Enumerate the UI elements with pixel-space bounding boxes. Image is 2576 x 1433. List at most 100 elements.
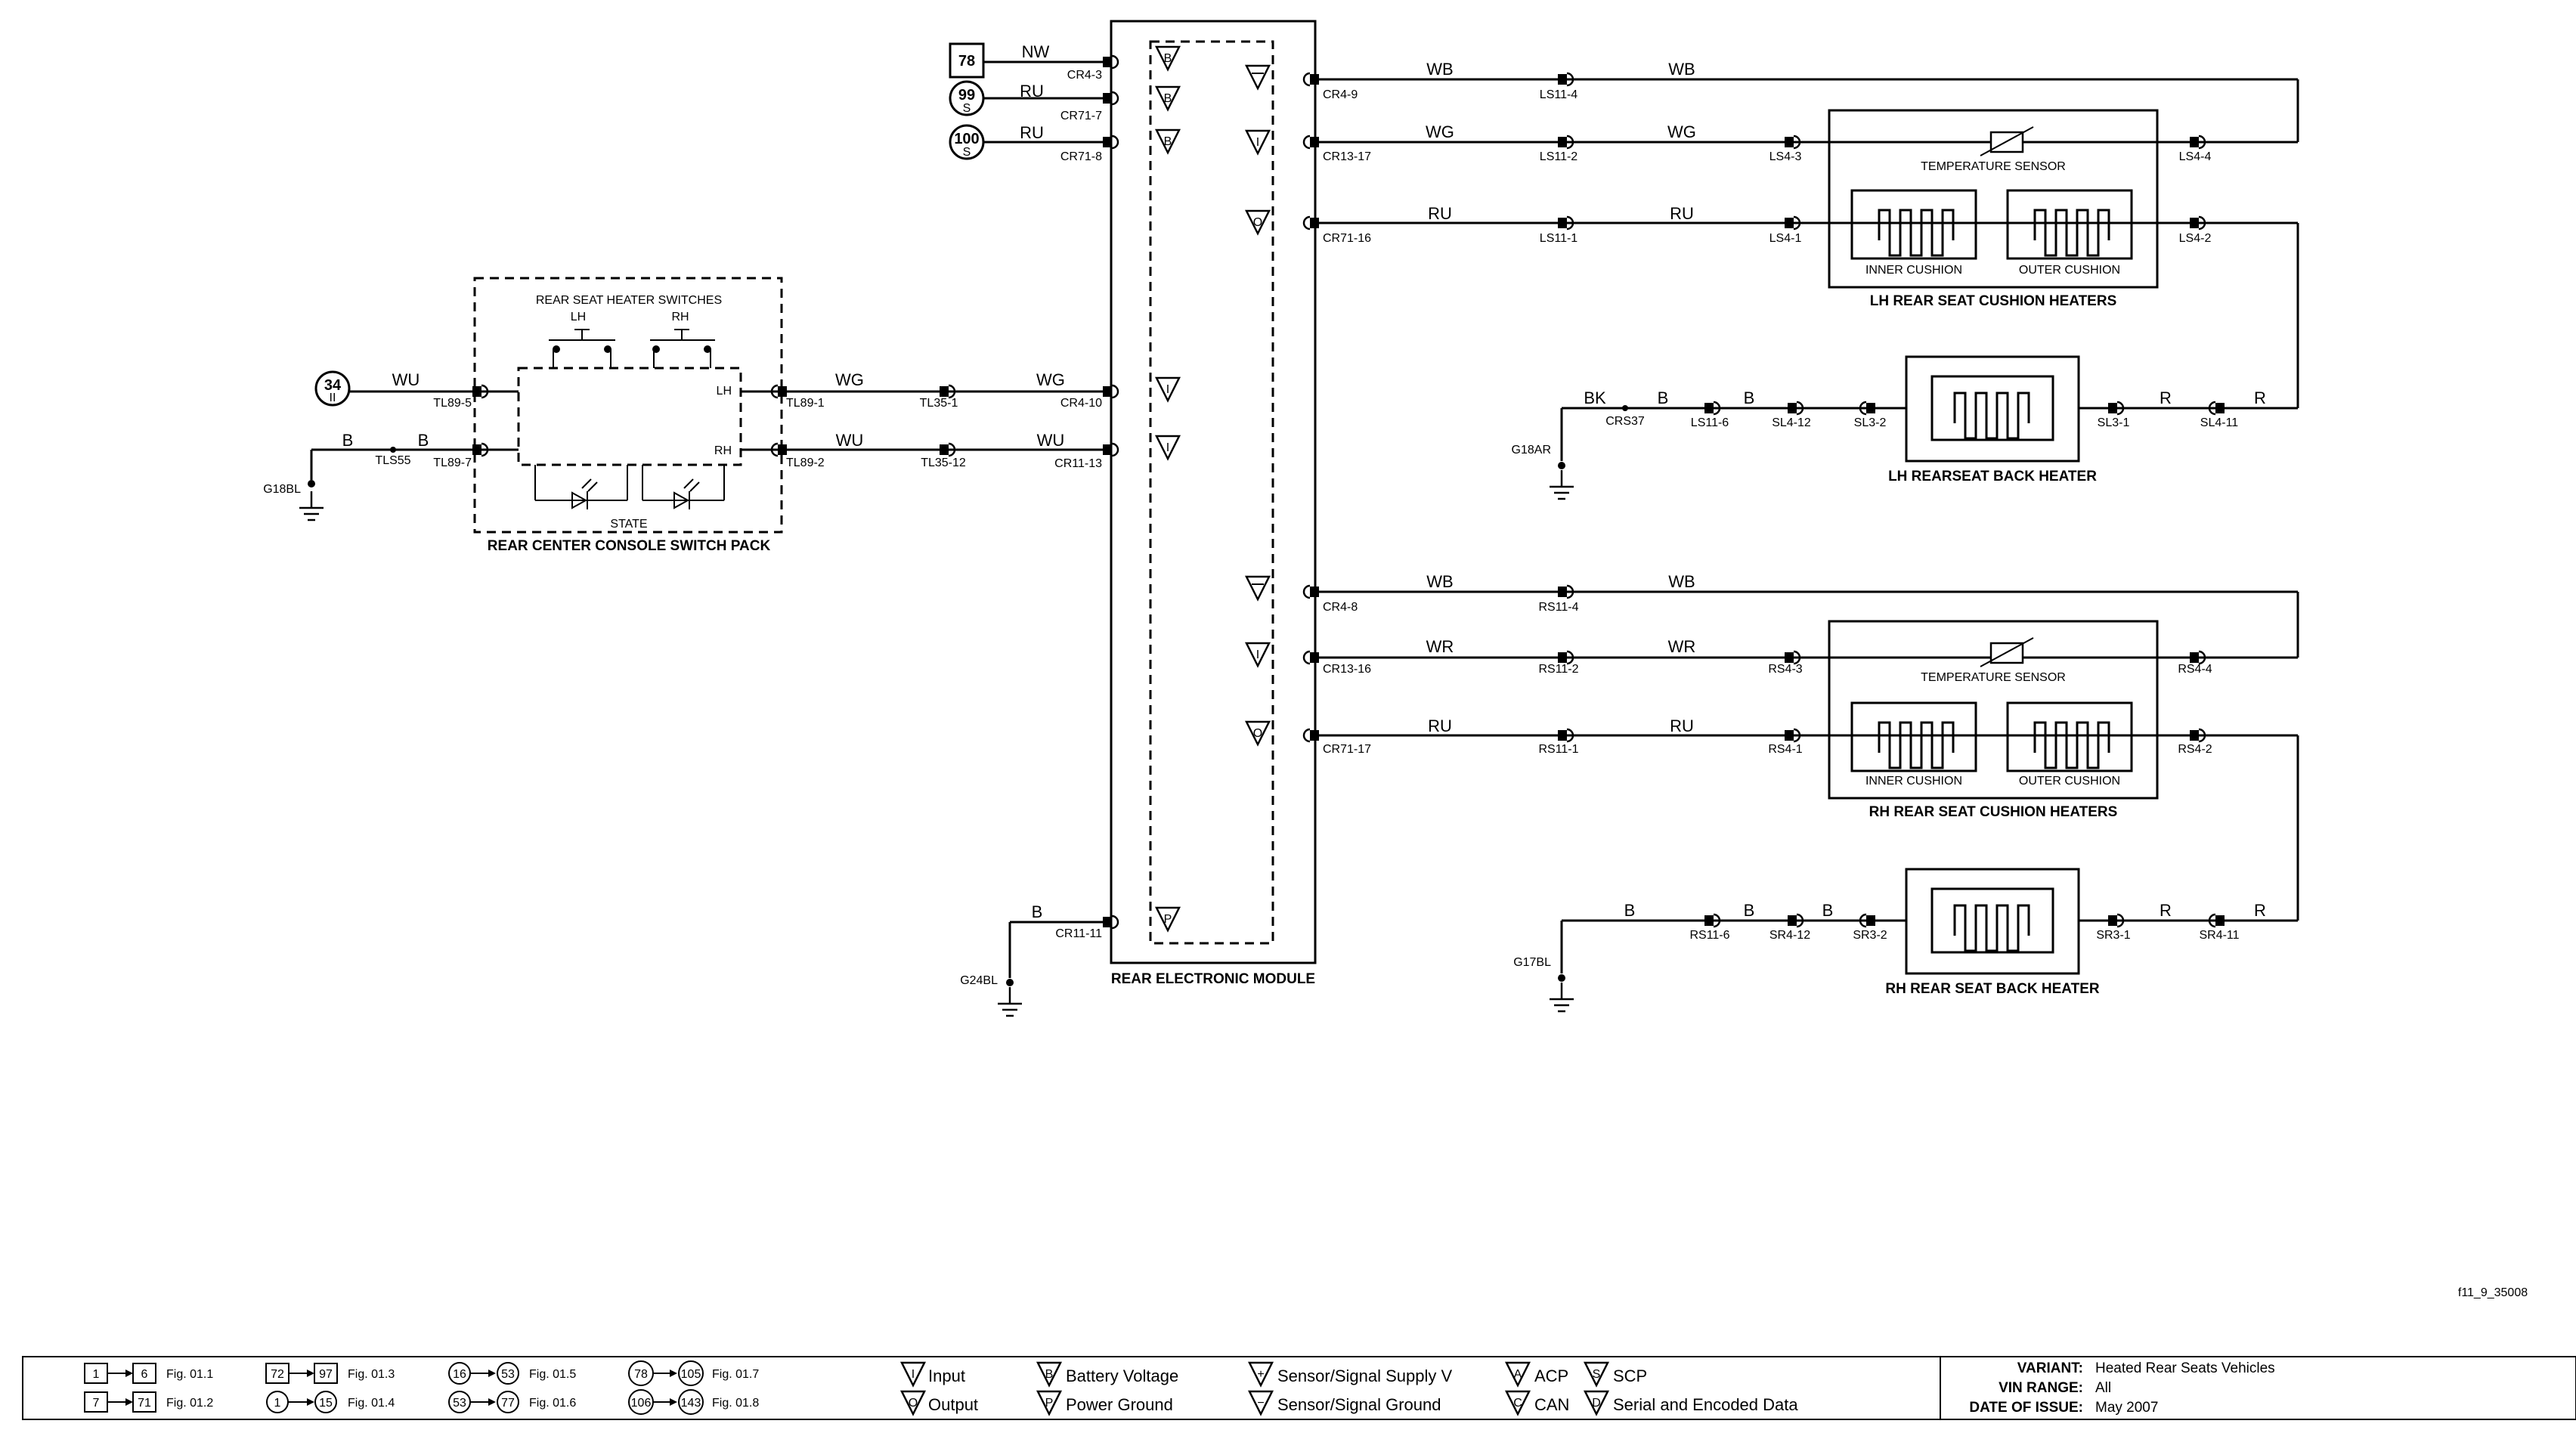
svg-text:WR: WR xyxy=(1426,637,1454,656)
svg-text:Fig. 01.3: Fig. 01.3 xyxy=(348,1368,395,1381)
svg-text:RS4-3: RS4-3 xyxy=(1768,663,1802,676)
svg-text:TLS55: TLS55 xyxy=(375,454,410,467)
svg-text:WU: WU xyxy=(1037,431,1065,450)
svg-text:TL89-7: TL89-7 xyxy=(433,457,472,469)
svg-text:71: 71 xyxy=(138,1397,151,1410)
svg-text:WG: WG xyxy=(1667,122,1696,141)
svg-text:Sensor/Signal Supply V: Sensor/Signal Supply V xyxy=(1277,1366,1452,1385)
svg-text:B: B xyxy=(1658,388,1669,407)
svg-text:B: B xyxy=(1822,901,1834,920)
rear-electronic-module: REAR ELECTRONIC MODULE xyxy=(1110,20,1317,987)
svg-text:DATE OF ISSUE:: DATE OF ISSUE: xyxy=(1969,1400,2083,1416)
rh-back-title: RH REAR SEAT BACK HEATER xyxy=(1885,981,2100,997)
svg-text:I: I xyxy=(1256,136,1259,149)
fig-ref-3: 72 97 Fig. 01.3 xyxy=(265,1363,395,1384)
svg-text:RU: RU xyxy=(1020,123,1044,142)
svg-text:Input: Input xyxy=(928,1366,965,1385)
svg-text:TL89-5: TL89-5 xyxy=(433,397,472,410)
svg-text:CR4-9: CR4-9 xyxy=(1323,88,1358,101)
svg-text:B: B xyxy=(1164,92,1172,105)
symbol-input: I Input xyxy=(900,1361,965,1387)
svg-text:77: 77 xyxy=(501,1397,515,1410)
svg-text:53: 53 xyxy=(501,1368,515,1381)
module-ground: B G24BL xyxy=(960,902,1042,1017)
svg-text:P: P xyxy=(1045,1397,1054,1410)
fig-ref-1: 1 6 Fig. 01.1 xyxy=(84,1363,213,1384)
svg-text:Fig. 01.4: Fig. 01.4 xyxy=(348,1397,395,1410)
footer-legend: 1 6 Fig. 01.1 7 71 Fig. 01.2 72 97 Fig. … xyxy=(22,1356,2576,1420)
symbol-sensor-supply: +Sensor/Signal Supply V xyxy=(1248,1361,1452,1387)
svg-text:I: I xyxy=(1166,441,1169,454)
svg-text:Output: Output xyxy=(928,1395,978,1414)
svg-text:LS11-6: LS11-6 xyxy=(1691,416,1729,429)
svg-text:INNER CUSHION: INNER CUSHION xyxy=(1865,264,1962,277)
svg-text:RS4-2: RS4-2 xyxy=(2178,743,2212,756)
svg-text:SL4-12: SL4-12 xyxy=(1772,416,1811,429)
svg-text:WB: WB xyxy=(1426,572,1453,591)
svg-text:A: A xyxy=(1514,1368,1522,1381)
svg-text:SL3-2: SL3-2 xyxy=(1854,416,1887,429)
svg-text:I: I xyxy=(1256,648,1259,661)
svg-text:I: I xyxy=(912,1368,915,1381)
svg-text:S: S xyxy=(963,102,971,115)
rh-wiring: WB WB WR WR RU RU RS11-4 RS11-2 RS11-1 R… xyxy=(1302,572,2299,921)
svg-text:O: O xyxy=(1253,216,1262,229)
svg-text:G17BL: G17BL xyxy=(1513,956,1551,969)
svg-text:SR4-11: SR4-11 xyxy=(2199,929,2239,942)
svg-text:WU: WU xyxy=(836,431,864,450)
svg-text:SL4-11: SL4-11 xyxy=(2200,416,2239,429)
svg-text:WB: WB xyxy=(1668,572,1695,591)
svg-text:G18BL: G18BL xyxy=(263,483,301,496)
svg-text:WG: WG xyxy=(835,370,864,389)
module-right-pins: I O I O CR4-9 CR13-17 CR71-16 CR4-8 CR13… xyxy=(1245,64,1371,756)
svg-text:100: 100 xyxy=(954,131,979,147)
svg-text:II: II xyxy=(330,392,336,404)
svg-text:RS4-4: RS4-4 xyxy=(2178,663,2212,676)
svg-text:LS11-4: LS11-4 xyxy=(1540,88,1578,101)
svg-text:Sensor/Signal Ground: Sensor/Signal Ground xyxy=(1277,1395,1441,1414)
svg-text:CR71-17: CR71-17 xyxy=(1323,743,1371,756)
rh-cushion-heaters: TEMPERATURE SENSOR INNER CUSHION OUTER C… xyxy=(1828,620,2159,820)
svg-text:RH: RH xyxy=(671,311,689,323)
figure-id: f11_9_35008 xyxy=(2458,1286,2528,1299)
svg-text:RU: RU xyxy=(1428,716,1452,735)
svg-text:CRS37: CRS37 xyxy=(1605,415,1645,428)
svg-text:B: B xyxy=(342,431,354,450)
svg-text:O: O xyxy=(1253,727,1262,740)
svg-text:34: 34 xyxy=(324,377,342,394)
svg-text:B: B xyxy=(1045,1368,1054,1381)
svg-text:RU: RU xyxy=(1428,204,1452,223)
svg-text:G24BL: G24BL xyxy=(960,974,998,987)
module-left-pins: CR4-3 CR71-7 CR71-8 CR4-10 CR11-13 CR11-… xyxy=(782,45,1181,940)
svg-text:S: S xyxy=(963,146,971,159)
svg-text:7: 7 xyxy=(93,1397,100,1410)
svg-text:15: 15 xyxy=(319,1397,333,1410)
svg-text:B: B xyxy=(1164,52,1172,65)
switch-pack-title: REAR CENTER CONSOLE SWITCH PACK xyxy=(488,538,771,554)
lh-cushion-heaters: TEMPERATURE SENSOR INNER CUSHION OUTER C… xyxy=(1828,109,2159,309)
svg-text:I: I xyxy=(1166,383,1169,396)
svg-text:B: B xyxy=(418,431,429,450)
svg-text:RS11-4: RS11-4 xyxy=(1538,601,1578,614)
svg-text:VARIANT:: VARIANT: xyxy=(2017,1360,2083,1376)
svg-text:All: All xyxy=(2095,1380,2111,1396)
svg-text:CR13-17: CR13-17 xyxy=(1323,150,1371,163)
svg-text:TL89-1: TL89-1 xyxy=(786,397,825,410)
svg-text:RU: RU xyxy=(1670,716,1694,735)
svg-text:INNER CUSHION: INNER CUSHION xyxy=(1865,775,1962,788)
svg-text:72: 72 xyxy=(271,1368,284,1381)
svg-text:WB: WB xyxy=(1426,60,1453,79)
svg-text:SCP: SCP xyxy=(1613,1366,1647,1385)
svg-text:P: P xyxy=(1164,913,1172,926)
svg-text:LH: LH xyxy=(717,385,732,398)
svg-text:RU: RU xyxy=(1020,82,1044,101)
svg-text:Power Ground: Power Ground xyxy=(1066,1395,1173,1414)
symbol-sensor-ground: −Sensor/Signal Ground xyxy=(1248,1390,1441,1416)
svg-text:SR3-1: SR3-1 xyxy=(2096,929,2130,942)
svg-text:LH: LH xyxy=(571,311,586,323)
rh-cushion-title: RH REAR SEAT CUSHION HEATERS xyxy=(1869,804,2118,820)
svg-text:99: 99 xyxy=(958,87,975,104)
svg-text:B: B xyxy=(1164,135,1172,148)
